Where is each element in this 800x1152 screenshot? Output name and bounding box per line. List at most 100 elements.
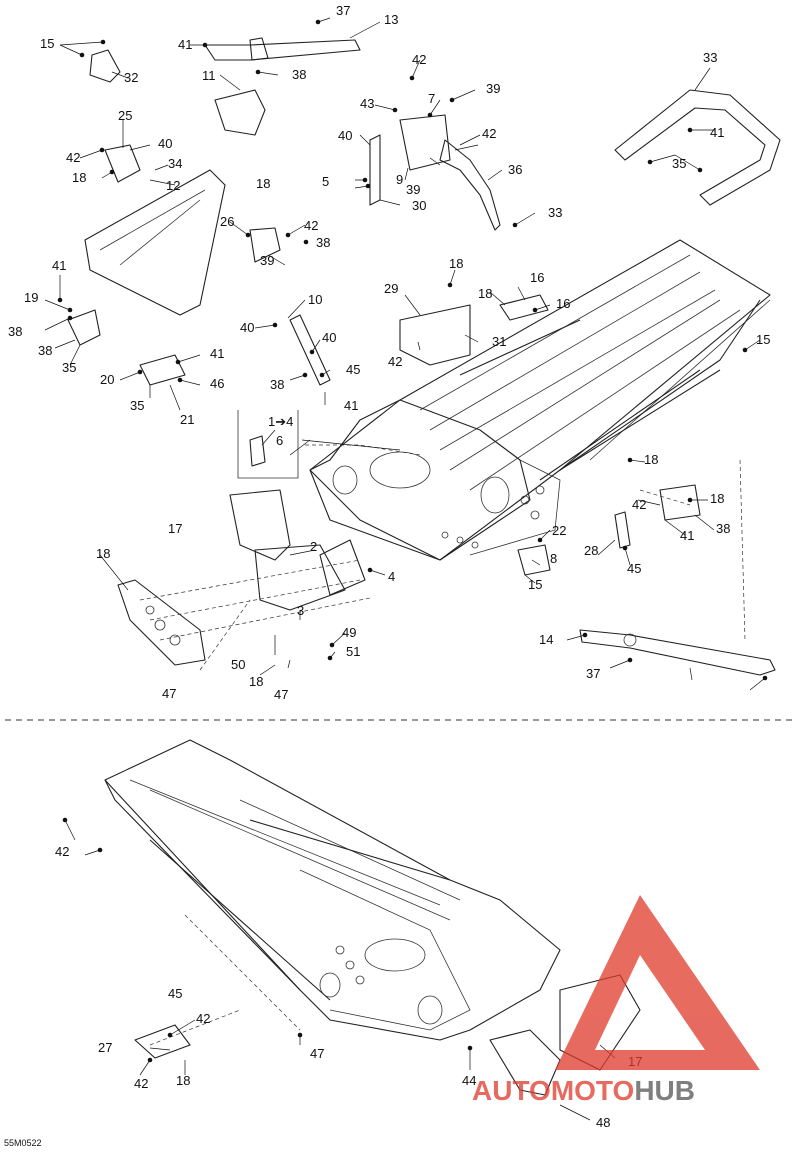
- callout-top-20: 7: [428, 91, 435, 106]
- callout-top-41: 45: [346, 362, 360, 377]
- callout-top-67: 18: [249, 674, 263, 689]
- callout-top-56: 15: [756, 332, 770, 347]
- callout-top-4: 15: [40, 36, 54, 51]
- callout-top-10: 34: [168, 156, 182, 171]
- callout-top-33: 41: [52, 258, 66, 273]
- callout-top-30: 33: [703, 50, 717, 65]
- callout-top-65: 51: [346, 644, 360, 659]
- callout-top-44: 20: [100, 372, 114, 387]
- callout-top-51: 18: [478, 286, 492, 301]
- fastener-dots: [57, 19, 768, 1063]
- callout-top-38: 10: [308, 292, 322, 307]
- callout-top-29: 33: [548, 205, 562, 220]
- callout-top-81: 37: [586, 666, 600, 681]
- callout-top-71: 22: [552, 523, 566, 538]
- callout-top-54: 42: [388, 354, 402, 369]
- callout-top-7: 25: [118, 108, 132, 123]
- callout-bottom-0: 42: [55, 844, 69, 859]
- callout-top-31: 41: [710, 125, 724, 140]
- callout-top-80: 14: [539, 632, 553, 647]
- callout-top-5: 32: [124, 70, 138, 85]
- callout-top-46: 35: [130, 398, 144, 413]
- callout-top-77: 18: [710, 491, 724, 506]
- diagram-reference-code: 55M0522: [4, 1138, 42, 1148]
- watermark-logo: AUTOMOTOHUB: [472, 895, 760, 1106]
- callout-top-36: 38: [38, 343, 52, 358]
- callout-top-55: 31: [492, 334, 506, 349]
- callout-top-12: 12: [166, 178, 180, 193]
- callout-top-16: 39: [260, 253, 274, 268]
- callout-top-28: 30: [412, 198, 426, 213]
- callout-top-69: 47: [162, 686, 176, 701]
- callout-top-50: 18: [449, 256, 463, 271]
- callout-top-22: 40: [338, 128, 352, 143]
- callout-top-42: 38: [270, 377, 284, 392]
- callout-top-25: 9: [396, 172, 403, 187]
- callout-top-76: 42: [632, 497, 646, 512]
- top-frame-assembly: [67, 37, 781, 676]
- callout-top-39: 40: [240, 320, 254, 335]
- callout-top-0: 37: [336, 3, 350, 18]
- callout-top-19: 43: [360, 96, 374, 111]
- callout-top-3: 38: [292, 67, 306, 82]
- callout-labels-bottom: 42474542274218441748: [55, 844, 642, 1130]
- callout-top-27: 36: [508, 162, 522, 177]
- callout-top-53: 16: [556, 296, 570, 311]
- callout-top-70: 18: [644, 452, 658, 467]
- callout-top-75: 45: [627, 561, 641, 576]
- callout-top-11: 18: [72, 170, 86, 185]
- callout-top-59: 17: [168, 521, 182, 536]
- callout-top-49: 29: [384, 281, 398, 296]
- callout-bottom-4: 27: [98, 1040, 112, 1055]
- callout-top-73: 15: [528, 577, 542, 592]
- callout-top-34: 19: [24, 290, 38, 305]
- callout-top-32: 35: [672, 156, 686, 171]
- callout-top-72: 8: [550, 551, 557, 566]
- callout-top-61: 2: [310, 539, 317, 554]
- callout-top-26: 39: [406, 182, 420, 197]
- callout-top-48: 46: [210, 376, 224, 391]
- callout-top-13: 18: [256, 176, 270, 191]
- callout-top-23: 42: [482, 126, 496, 141]
- callout-top-60: 18: [96, 546, 110, 561]
- callout-top-58: 6: [276, 433, 283, 448]
- callout-top-52: 16: [530, 270, 544, 285]
- callout-top-57: 1➔4: [268, 414, 293, 429]
- callout-bottom-7: 44: [462, 1073, 476, 1088]
- callout-bottom-6: 18: [176, 1073, 190, 1088]
- leader-lines: [44, 17, 766, 1121]
- callout-top-66: 50: [231, 657, 245, 672]
- callout-top-6: 11: [202, 68, 216, 83]
- callout-top-79: 41: [680, 528, 694, 543]
- callout-top-14: 26: [220, 214, 234, 229]
- callout-top-17: 38: [316, 235, 330, 250]
- callout-top-47: 21: [180, 412, 194, 427]
- callout-top-18: 42: [412, 52, 426, 67]
- callout-bottom-5: 42: [134, 1076, 148, 1091]
- callout-top-2: 41: [178, 37, 192, 52]
- callout-top-63: 3: [297, 603, 304, 618]
- logo-triangle-icon: [555, 895, 760, 1070]
- callout-bottom-2: 45: [168, 986, 182, 1001]
- callout-top-35: 38: [8, 324, 22, 339]
- bottom-frame-assembly: [104, 739, 641, 1096]
- callout-top-74: 28: [584, 543, 598, 558]
- callout-top-9: 42: [66, 150, 80, 165]
- callout-top-78: 38: [716, 521, 730, 536]
- callout-top-40: 40: [322, 330, 336, 345]
- callout-bottom-3: 42: [196, 1011, 210, 1026]
- watermark-text: AUTOMOTOHUB: [472, 1075, 695, 1106]
- callout-bottom-1: 47: [310, 1046, 324, 1061]
- callout-top-37: 35: [62, 360, 76, 375]
- callout-top-62: 4: [388, 569, 395, 584]
- callout-top-24: 5: [322, 174, 329, 189]
- callout-top-64: 49: [342, 625, 356, 640]
- callout-top-1: 13: [384, 12, 398, 27]
- callout-top-8: 40: [158, 136, 172, 151]
- callout-top-68: 47: [274, 687, 288, 702]
- callout-top-45: 41: [210, 346, 224, 361]
- callout-top-21: 39: [486, 81, 500, 96]
- callout-top-43: 41: [344, 398, 358, 413]
